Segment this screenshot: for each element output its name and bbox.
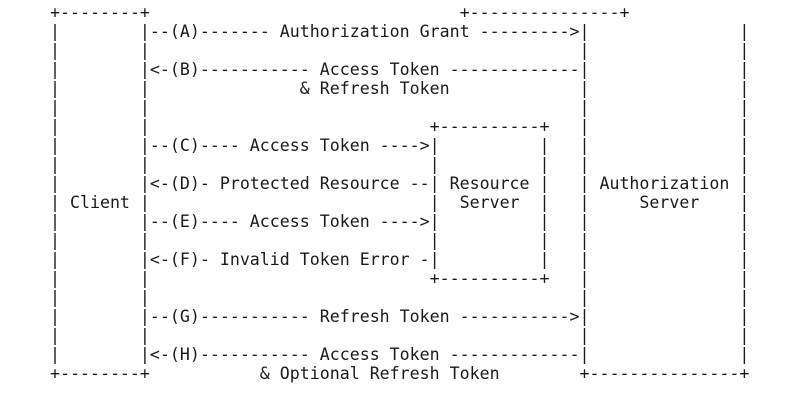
diagram-line-step-f-invalid-token-error: | |<-(F)- Invalid Token Error -| | | | (50, 250, 750, 269)
diagram-line-bottom-border: +--------+ & Optional Refresh Token +---… (50, 364, 750, 383)
diagram-line-step-g-refresh-token: | |--(G)----------- Refresh Token ------… (50, 307, 750, 326)
diagram-line-spacer: | | | | | | (50, 231, 750, 250)
diagram-line-step-h-access-token: | |<-(H)----------- Access Token -------… (50, 345, 750, 364)
diagram-line-spacer: | | | | (50, 98, 750, 117)
diagram-line-step-d-protected-resource: | |<-(D)- Protected Resource --| Resourc… (50, 174, 750, 193)
oauth-refresh-token-flow-diagram: +--------+ +---------------+| |--(A)----… (50, 3, 749, 383)
diagram-line-resource-server-bottom: | | +----------+ | | (50, 269, 750, 288)
diagram-line-spacer: | | | | (50, 288, 750, 307)
diagram-line-spacer: | | | | (50, 41, 750, 60)
diagram-line-top-border: +--------+ +---------------+ (50, 3, 630, 22)
diagram-line-spacer: | | | | (50, 326, 750, 345)
diagram-line-step-e-access-token: | |--(E)---- Access Token ---->| | | | (50, 212, 750, 231)
diagram-line-client-label: | Client | | Server | | Server | (50, 193, 750, 212)
diagram-line-step-b-refresh-token: | | & Refresh Token | | (50, 79, 750, 98)
diagram-line-step-a-authorization-grant: | |--(A)------- Authorization Grant ----… (50, 22, 750, 41)
diagram-line-resource-server-top: | | +----------+ | | (50, 117, 750, 136)
diagram-line-spacer: | | | | | | (50, 155, 750, 174)
diagram-line-step-c-access-token: | |--(C)---- Access Token ---->| | | | (50, 136, 750, 155)
diagram-line-step-b-access-token: | |<-(B)----------- Access Token -------… (50, 60, 750, 79)
